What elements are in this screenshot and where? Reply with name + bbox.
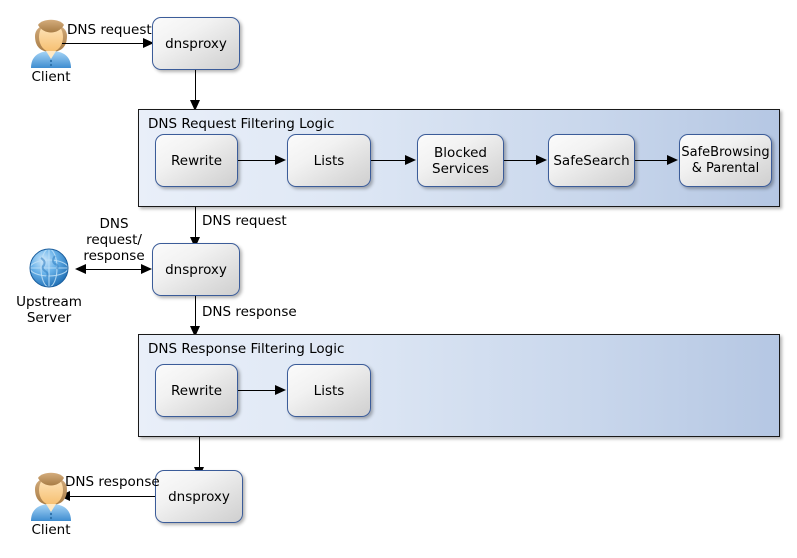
connector-safesearch-to-safebrowsing (635, 160, 668, 161)
arrowhead-right (405, 154, 416, 165)
connector-rewrite-to-lists-response (238, 390, 276, 391)
connector-proxy-to-request-logic (195, 70, 196, 106)
edge-label-proxy-to-response-logic: DNS response (202, 304, 297, 320)
client-top-caption: Client (31, 69, 71, 85)
arrowhead-down (189, 326, 200, 337)
edge-label-client-to-proxy: DNS request (67, 22, 152, 38)
edge-label-proxy-to-client: DNS response (65, 474, 160, 490)
arrowhead-right (143, 37, 154, 48)
stage-blocked-services-label: Blocked Services (432, 144, 489, 177)
dnsproxy-bottom[interactable]: dnsproxy (155, 470, 243, 523)
dnsproxy-bottom-label: dnsproxy (168, 488, 230, 505)
stage-rewrite-response-label: Rewrite (170, 382, 223, 399)
client-bottom-caption: Client (31, 522, 71, 538)
stage-safebrowsing-parental-label: SafeBrowsing & Parental (681, 144, 770, 176)
stage-safesearch[interactable]: SafeSearch (548, 134, 635, 187)
arrowhead-right (275, 154, 286, 165)
dns-response-filtering-group: DNS Response Filtering Logic (138, 334, 780, 437)
stage-safesearch-label: SafeSearch (553, 152, 630, 169)
connector-upstream-proxy (86, 269, 142, 270)
dnsproxy-top[interactable]: dnsproxy (152, 17, 240, 70)
connector-blocked-to-safesearch (504, 160, 537, 161)
stage-lists-request[interactable]: Lists (287, 134, 371, 187)
connector-request-logic-to-proxy (195, 207, 196, 243)
stage-safebrowsing-parental[interactable]: SafeBrowsing & Parental (679, 134, 772, 187)
arrowhead-right (667, 154, 678, 165)
stage-lists-response-label: Lists (313, 382, 345, 399)
stage-rewrite-request-label: Rewrite (170, 152, 223, 169)
connector-proxy-to-response-logic (195, 296, 196, 332)
connector-client-to-proxy (62, 43, 144, 44)
person-icon (24, 14, 78, 68)
stage-blocked-services[interactable]: Blocked Services (417, 134, 504, 187)
edge-label-request-logic-to-proxy: DNS request (202, 213, 287, 229)
globe-icon (25, 244, 73, 292)
arrowhead-down (189, 237, 200, 248)
dnsproxy-middle[interactable]: dnsproxy (152, 243, 240, 296)
edge-label-proxy-to-upstream: DNS request/ response (83, 216, 145, 264)
dnsproxy-middle-label: dnsproxy (165, 261, 227, 278)
connector-rewrite-to-lists (238, 160, 276, 161)
person-icon (24, 467, 78, 521)
arrowhead-right (275, 384, 286, 395)
connector-lists-to-blocked (371, 160, 406, 161)
dns-response-filtering-title: DNS Response Filtering Logic (148, 341, 345, 357)
arrowhead-left (75, 263, 86, 274)
stage-rewrite-response[interactable]: Rewrite (155, 364, 238, 417)
dns-request-filtering-title: DNS Request Filtering Logic (148, 116, 335, 132)
connector-response-logic-to-proxy (199, 437, 200, 473)
arrowhead-right (536, 154, 547, 165)
arrowhead-right (141, 263, 152, 274)
connector-proxy-to-client (70, 496, 155, 497)
upstream-server-caption: Upstream Server (16, 294, 82, 326)
stage-lists-response[interactable]: Lists (287, 364, 371, 417)
stage-rewrite-request[interactable]: Rewrite (155, 134, 238, 187)
arrowhead-down (189, 100, 200, 111)
dnsproxy-top-label: dnsproxy (165, 35, 227, 52)
stage-lists-request-label: Lists (313, 152, 345, 169)
